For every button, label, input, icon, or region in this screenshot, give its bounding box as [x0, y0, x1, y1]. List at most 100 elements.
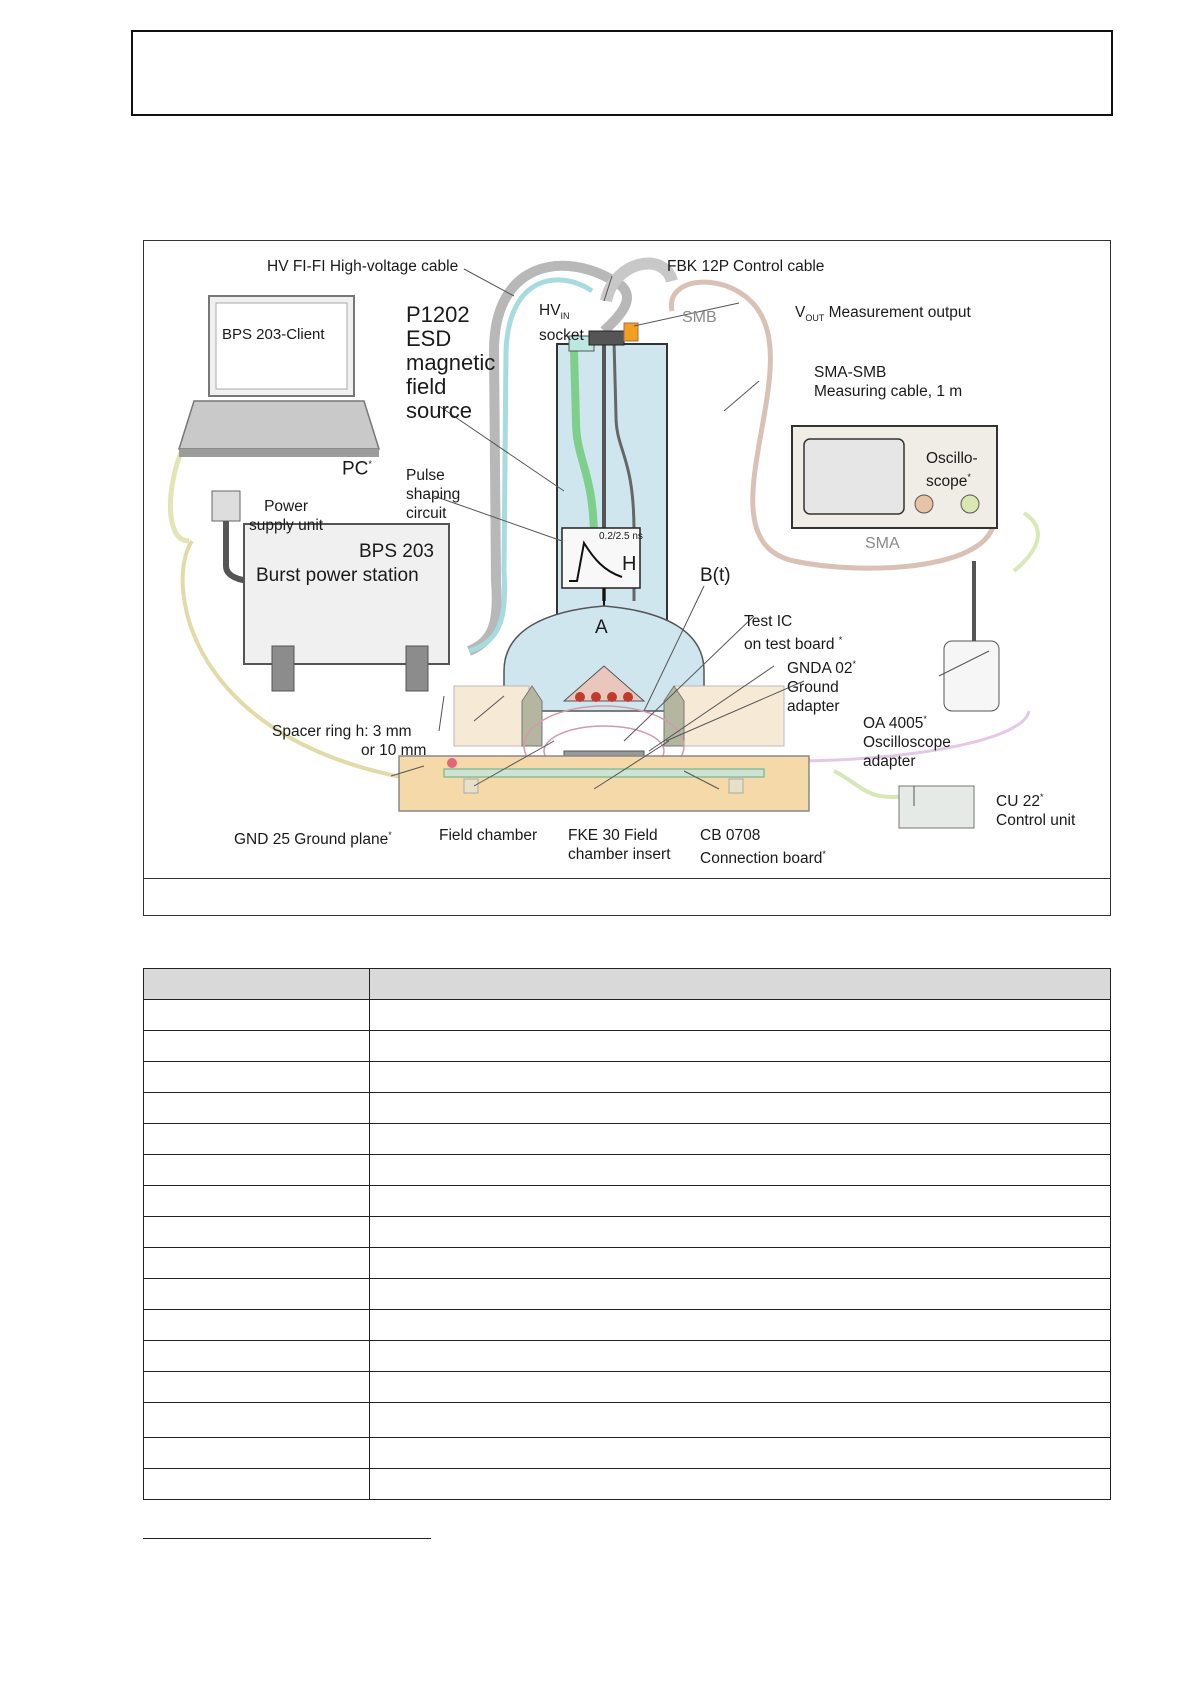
bps203-box — [243, 523, 450, 665]
table-cell — [369, 999, 1111, 1031]
label-fbk-cable: FBK 12P Control cable — [667, 258, 825, 275]
table-cell — [143, 1061, 370, 1093]
label-gnd25: GND 25 Ground plane* — [234, 830, 392, 849]
pulse-box — [561, 527, 641, 589]
table-cell — [143, 999, 370, 1031]
hv-cable — [466, 260, 632, 656]
cu22-box — [898, 785, 975, 829]
label-pulse-h: H — [622, 553, 637, 575]
hv-cable-inner — [468, 277, 594, 654]
spacer-ring-right — [673, 685, 785, 747]
table-cell — [369, 1216, 1111, 1248]
oa-cable — [793, 710, 1031, 763]
table-row — [143, 1402, 1111, 1438]
table-row — [143, 1437, 1111, 1469]
label-vout: VOUT Measurement output — [795, 304, 971, 324]
table-row — [143, 1247, 1111, 1279]
table-cell — [369, 1309, 1111, 1341]
table-header-cell — [143, 968, 370, 1000]
power-supply — [211, 490, 241, 522]
table-body — [143, 999, 1111, 1500]
table-cell — [143, 1030, 370, 1062]
laptop-base — [177, 400, 381, 450]
cu-cable — [833, 769, 910, 799]
control-cable-left — [180, 539, 544, 788]
table-row — [143, 1185, 1111, 1217]
table-cell — [143, 1123, 370, 1155]
label-pc: PC* — [342, 458, 372, 480]
label-bt: B(t) — [700, 565, 731, 586]
table-cell — [143, 1247, 370, 1279]
table-cell — [369, 1092, 1111, 1124]
table-row — [143, 1371, 1111, 1403]
table-header-row — [143, 968, 1111, 1000]
probe-cable — [1012, 511, 1040, 573]
table-cell — [369, 1278, 1111, 1310]
ground-plane — [398, 755, 810, 812]
table-row — [143, 999, 1111, 1031]
table-cell — [143, 1154, 370, 1186]
table-cell — [369, 1402, 1111, 1438]
footnote-separator — [143, 1538, 431, 1539]
table-row — [143, 1061, 1111, 1093]
table-cell — [143, 1185, 370, 1217]
table-cell — [369, 1340, 1111, 1372]
table-cell — [143, 1468, 370, 1500]
label-sma: SMA — [865, 535, 900, 552]
setup-diagram — [167, 257, 1040, 829]
label-hv-cable: HV FI-FI High-voltage cable — [267, 258, 459, 275]
table-header-cell — [369, 968, 1111, 1000]
spec-table — [143, 968, 1111, 1500]
oa4005-adapter — [943, 640, 1000, 712]
figure-caption-row — [144, 878, 1110, 915]
table-cell — [369, 1185, 1111, 1217]
table-cell — [369, 1030, 1111, 1062]
fbk-cable — [600, 257, 678, 303]
table-cell — [369, 1123, 1111, 1155]
header-box — [131, 30, 1113, 116]
label-bps-client: BPS 203-Client — [222, 326, 325, 343]
label-spacer-2: or 10 mm — [361, 742, 427, 759]
table-cell — [143, 1402, 370, 1438]
label-bps203-1: BPS 203 — [359, 541, 434, 562]
table-row — [143, 1278, 1111, 1310]
table-cell — [369, 1154, 1111, 1186]
label-bps203-2: Burst power station — [256, 565, 419, 586]
table-cell — [369, 1371, 1111, 1403]
table-row — [143, 1216, 1111, 1248]
label-oscilloscope: Oscillo-scope* — [926, 450, 978, 491]
sma-smb-cable — [669, 279, 997, 571]
table-row — [143, 1309, 1111, 1341]
table-row — [143, 1468, 1111, 1500]
table-cell — [369, 1437, 1111, 1469]
label-field-chamber: Field chamber — [439, 827, 538, 844]
table-cell — [369, 1247, 1111, 1279]
table-cell — [143, 1278, 370, 1310]
label-smb: SMB — [682, 309, 717, 326]
spacer-ring-left — [453, 685, 530, 747]
table-row — [143, 1123, 1111, 1155]
table-cell — [143, 1340, 370, 1372]
setup-figure: HV FI-FI High-voltage cable FBK 12P Cont… — [143, 240, 1111, 916]
table-row — [143, 1092, 1111, 1124]
table-cell — [369, 1061, 1111, 1093]
table-cell — [369, 1468, 1111, 1500]
label-ammeter: A — [595, 617, 608, 638]
table-cell — [143, 1092, 370, 1124]
source-head — [503, 605, 705, 712]
label-cu22: CU 22*Control unit — [996, 792, 1076, 830]
table-cell — [143, 1216, 370, 1248]
label-pulse-value: 0.2/2.5 ns — [599, 531, 643, 542]
table-row — [143, 1030, 1111, 1062]
table-row — [143, 1340, 1111, 1372]
